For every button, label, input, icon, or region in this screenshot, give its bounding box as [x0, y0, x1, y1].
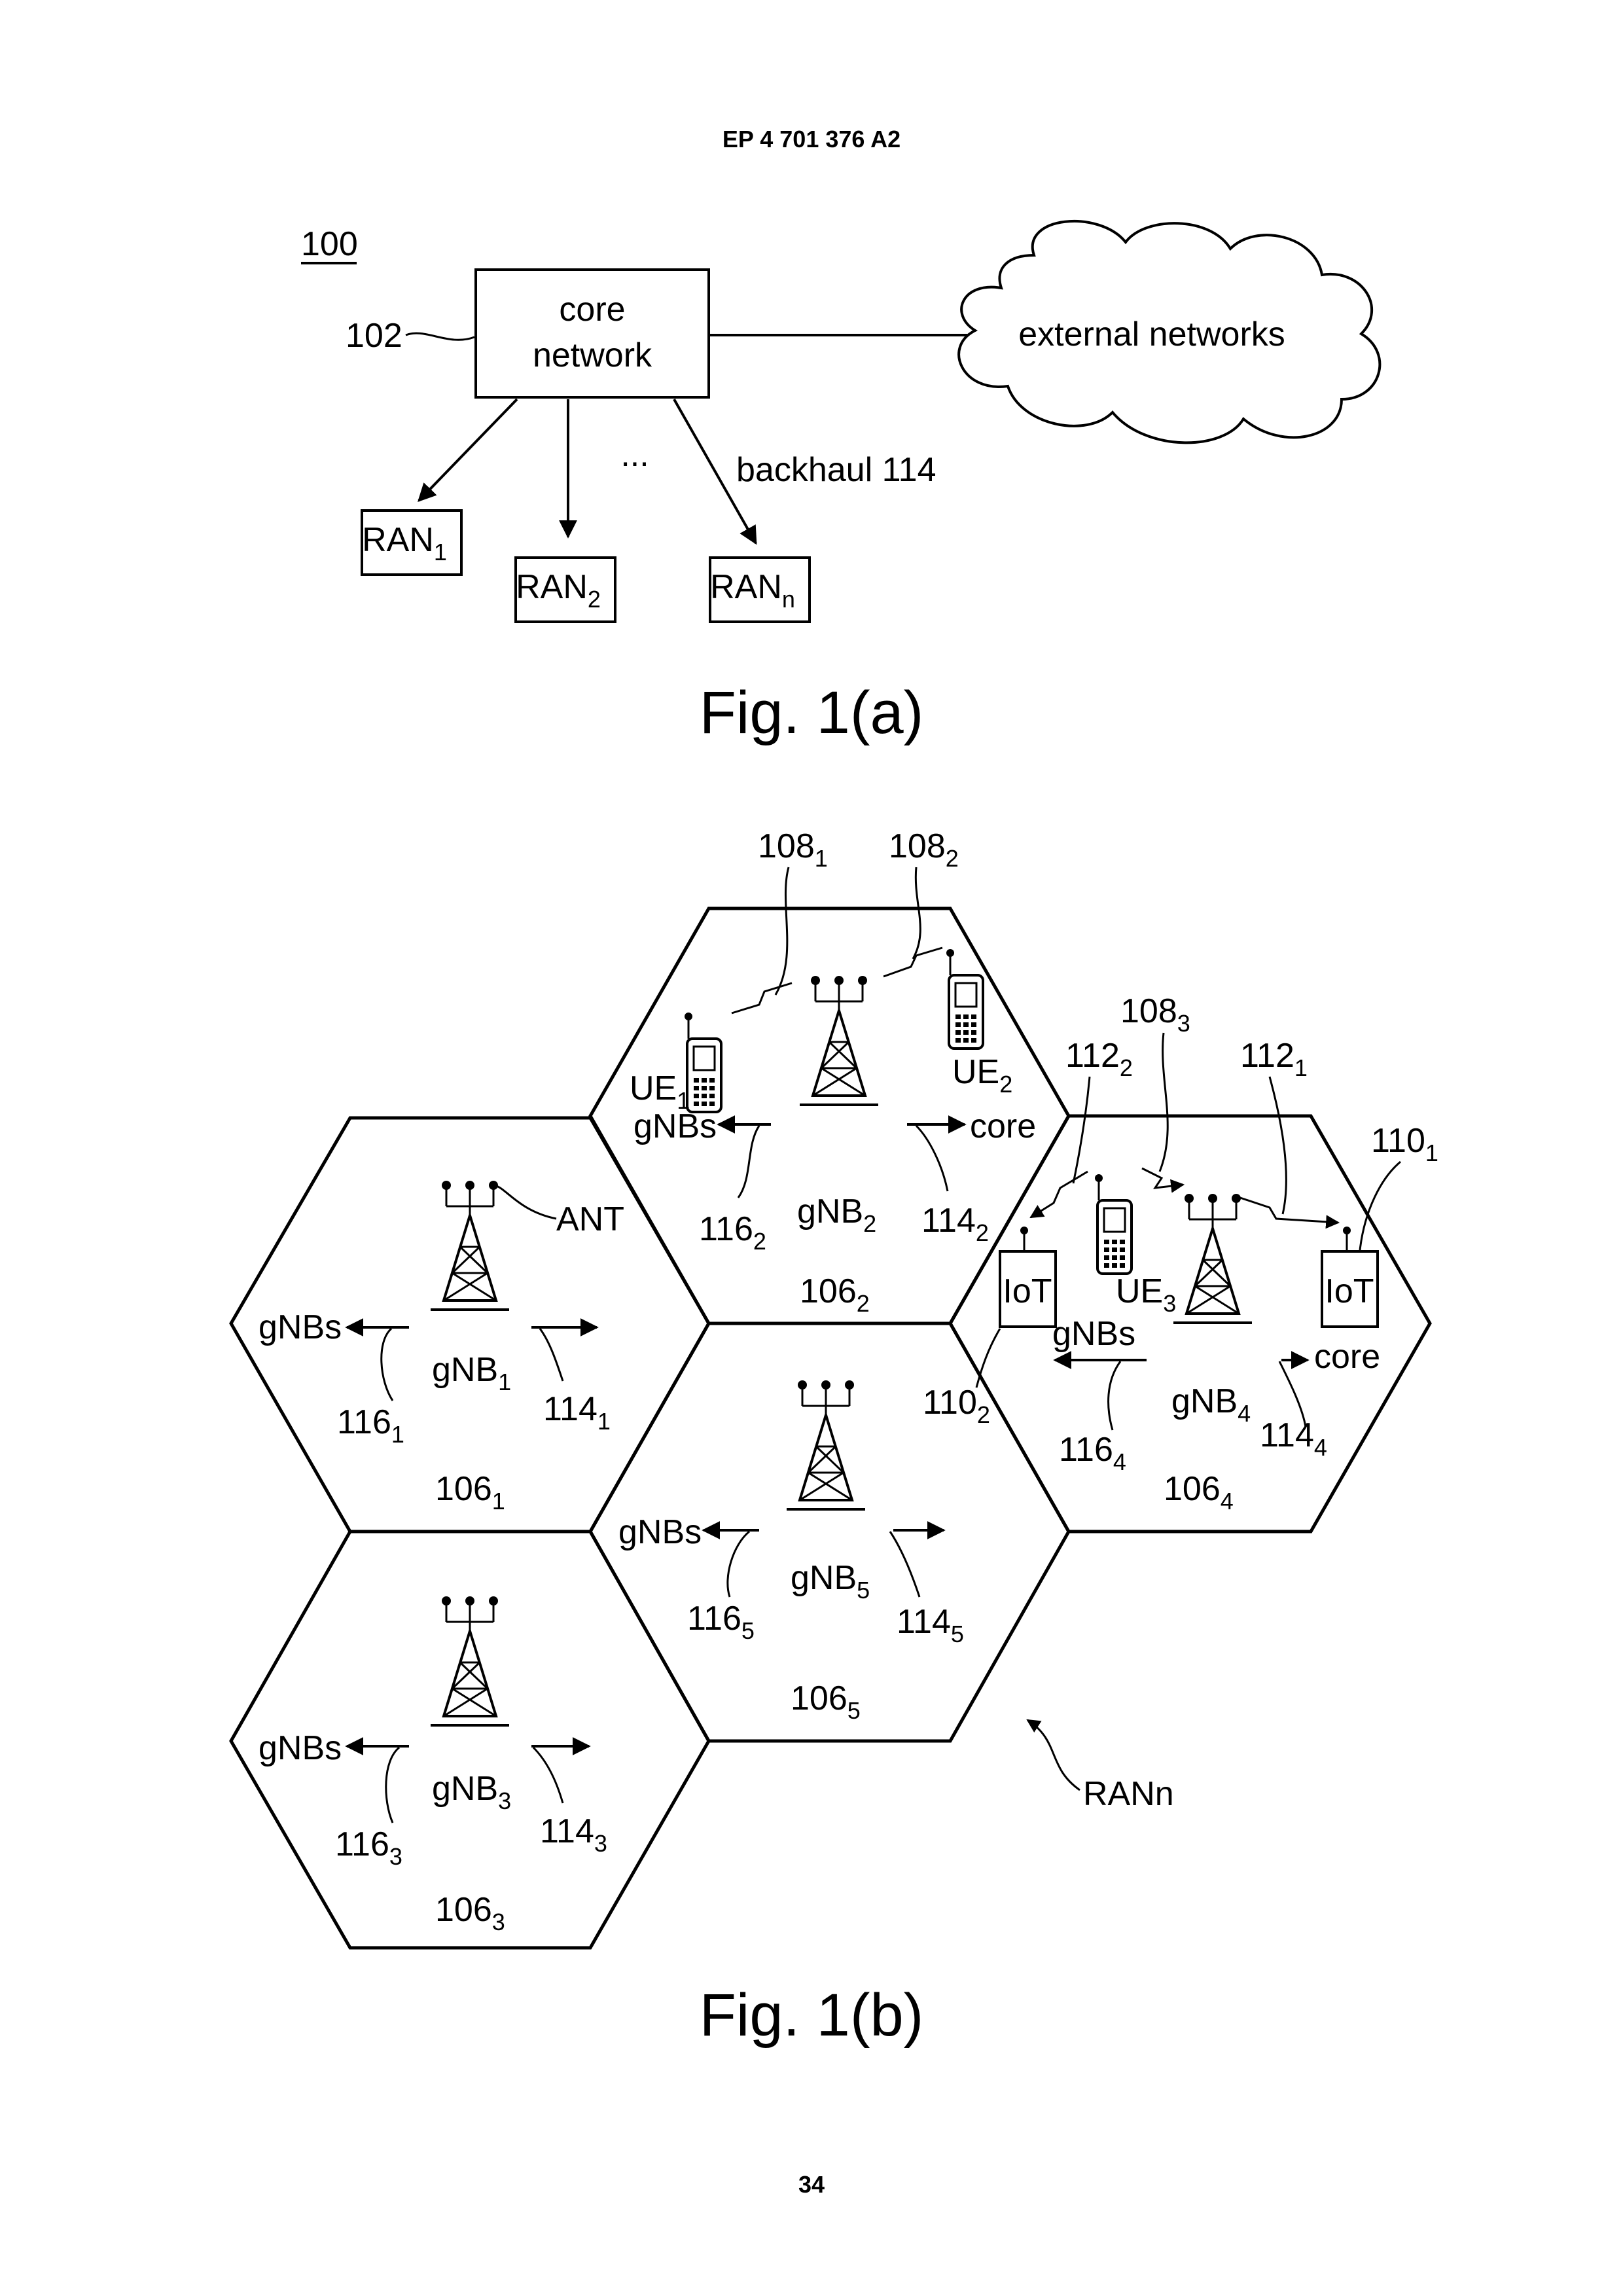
ref-112-2-leader [1073, 1077, 1090, 1183]
backhaul-label: backhaul 114 [736, 451, 936, 489]
page-number: 34 [798, 2171, 825, 2198]
ran-1-label: RAN1 [362, 521, 447, 565]
ref-114-2-leader [916, 1126, 948, 1191]
system-ref-label: 100 [301, 225, 358, 263]
antenna-leader [494, 1186, 556, 1219]
core-network-label-line1: core [559, 291, 625, 329]
gnb-1-label: gNB1 [432, 1351, 511, 1395]
core-ref-leader [406, 333, 474, 340]
cell-106-5-label: 1065 [791, 1679, 861, 1724]
ref-114-5-leader [890, 1532, 919, 1597]
publication-number: EP 4 701 376 A2 [722, 126, 901, 152]
ref-116-2-label: 1162 [699, 1210, 766, 1255]
backhaul-arrow-ran1 [419, 399, 517, 501]
iot-1-antenna-tip [1343, 1227, 1351, 1234]
ref-116-5-label: 1165 [687, 1600, 755, 1644]
ue-2-phone-icon [946, 949, 983, 1049]
ref-116-3-leader [386, 1748, 399, 1823]
iot-2-radio-link [1031, 1172, 1088, 1217]
ref-114-5-label: 1145 [897, 1603, 964, 1647]
gnb-4-tower-icon [1173, 1194, 1252, 1323]
antenna-label: ANT [556, 1200, 624, 1238]
ref-112-2-label: 1122 [1065, 1037, 1133, 1081]
gnb-1-tower-icon [431, 1181, 509, 1310]
ref-108-2-leader [913, 867, 920, 959]
iot-2-antenna-tip [1020, 1227, 1028, 1234]
ue-1-phone-icon [685, 1013, 721, 1112]
cell-106-2-label: 1062 [800, 1272, 870, 1317]
ref-108-2-label: 1082 [889, 827, 959, 872]
ue-3-radio-link [1142, 1168, 1183, 1188]
ref-110-1-label: 1101 [1371, 1122, 1438, 1166]
gnb-2-label: gNB2 [797, 1193, 876, 1237]
gnb-5-tower-icon [787, 1380, 865, 1509]
iot-2-label: IoT [1003, 1272, 1052, 1310]
ue-3-label: UE3 [1116, 1272, 1176, 1317]
ref-108-3-label: 1083 [1120, 992, 1190, 1037]
ref-114-3-leader [533, 1748, 563, 1803]
ref-108-1-leader [776, 867, 789, 995]
gnb-3-label: gNB3 [432, 1770, 511, 1814]
gnb-2-core-label: core [970, 1107, 1036, 1145]
ref-110-2-label: 1102 [923, 1384, 990, 1428]
ue-2-label: UE2 [952, 1053, 1012, 1098]
gnb-2-gnbs-label: gNBs [633, 1107, 717, 1145]
ran-n-label: RANn [710, 568, 795, 613]
ref-114-4-label: 1144 [1260, 1416, 1327, 1461]
ref-116-4-label: 1164 [1059, 1431, 1126, 1475]
ref-108-3-leader [1160, 1033, 1168, 1172]
ref-116-2-leader [738, 1126, 759, 1198]
more-ran-ellipsis: ... [620, 436, 649, 474]
figure-1a-caption: Fig. 1(a) [700, 679, 924, 746]
figure-1a: 100 102 core network external networks .… [301, 221, 1380, 746]
gnb-3-tower-icon [431, 1596, 509, 1725]
external-networks-label: external networks [1018, 315, 1285, 353]
ref-114-1-leader [540, 1329, 563, 1381]
gnb-5-gnbs-label: gNBs [618, 1513, 702, 1551]
ue-2-radio-link [883, 948, 942, 977]
iot-1-label: IoT [1325, 1272, 1374, 1310]
gnb-4-gnbs-label: gNBs [1052, 1315, 1135, 1353]
cell-106-4-label: 1064 [1164, 1470, 1234, 1515]
gnb-4-label: gNB4 [1171, 1382, 1251, 1427]
ref-114-3-label: 1143 [540, 1812, 607, 1857]
ran-2-label: RAN2 [516, 568, 601, 613]
ref-116-5-leader [728, 1532, 749, 1597]
iot-1-radio-link [1240, 1198, 1338, 1223]
ref-114-1-label: 1141 [543, 1390, 611, 1435]
core-network-box [476, 270, 709, 397]
gnb-4-core-label: core [1314, 1338, 1380, 1376]
ref-114-2-label: 1142 [921, 1202, 989, 1246]
ref-116-1-label: 1161 [337, 1403, 404, 1448]
cell-106-3-label: 1063 [435, 1891, 505, 1935]
cell-106-1-label: 1061 [435, 1470, 505, 1515]
figure-1b: ANT gNBs gNB1 1161 1141 1061 UE1 UE2 108… [231, 827, 1438, 2049]
ref-112-1-label: 1121 [1240, 1037, 1308, 1081]
ran-n-ref-arrow [1027, 1720, 1080, 1790]
core-network-label-line2: network [533, 336, 652, 374]
ue-3-phone-icon [1095, 1174, 1132, 1274]
gnb-3-gnbs-label: gNBs [259, 1729, 342, 1767]
ref-116-3-label: 1163 [335, 1825, 402, 1870]
gnb-1-gnbs-label: gNBs [259, 1308, 342, 1346]
gnb-5-label: gNB5 [791, 1559, 870, 1604]
ref-108-1-label: 1081 [758, 827, 828, 872]
ref-116-4-leader [1109, 1361, 1120, 1430]
ref-112-1-leader [1270, 1077, 1286, 1214]
ref-116-1-leader [382, 1329, 393, 1401]
core-ref-label: 102 [346, 317, 402, 355]
ue-1-radio-link [732, 983, 792, 1013]
figure-1b-caption: Fig. 1(b) [700, 1982, 924, 2049]
gnb-2-tower-icon [800, 976, 878, 1105]
ran-n-ref-label: RANn [1083, 1775, 1174, 1813]
